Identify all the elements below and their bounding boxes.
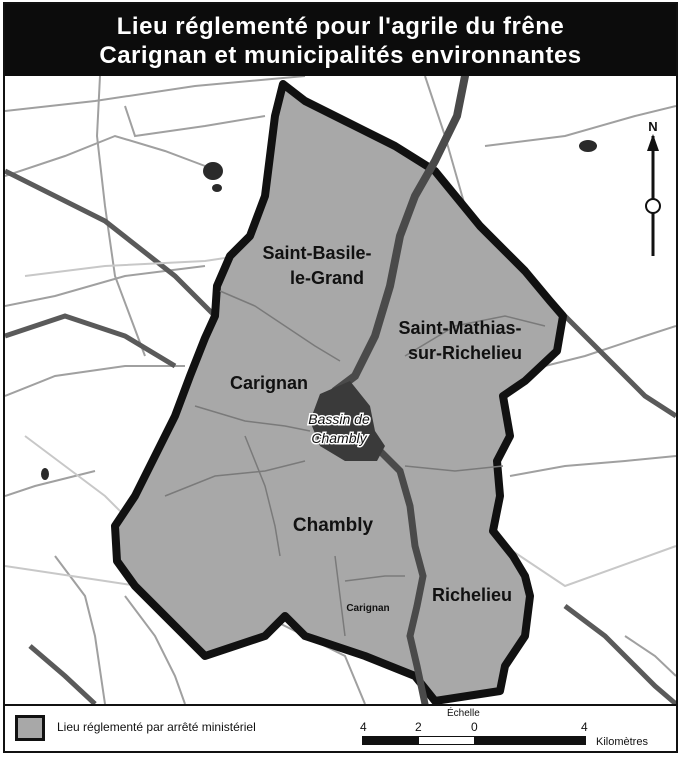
scale-title: Échelle [447,708,480,719]
scale-tick-3: 0 [471,720,478,734]
label-saint-mathias-2: sur-Richelieu [408,343,522,363]
scale-seg-2 [418,737,474,744]
scale-unit: Kilomètres [596,736,648,748]
label-richelieu: Richelieu [432,585,512,605]
small-lakes [41,140,597,480]
label-bassin-1: Bassin de [308,411,370,427]
map-canvas: N Saint-Basile- le-Grand Saint-Mathias- … [5,76,676,704]
title-line-2: Carignan et municipalités environnantes [99,42,582,69]
north-arrow-icon: N [645,119,661,256]
map-title: Lieu réglementé pour l'agrile du frêne C… [5,4,676,76]
label-carignan: Carignan [230,373,308,393]
legend: Lieu réglementé par arrêté ministériel É… [5,704,676,751]
scale-bar [362,736,586,745]
bassin-de-chambly [310,381,385,461]
label-carignan-small: Carignan [346,603,389,614]
richelieu-river [331,76,469,704]
legend-swatch [15,715,45,741]
internal-boundaries [164,290,546,637]
label-saint-basile-2: le-Grand [290,268,364,288]
legend-label: Lieu réglementé par arrêté ministériel [57,720,256,734]
regional-boundaries [5,168,676,704]
label-bassin-2: Chambly [311,430,367,446]
scale-seg-3 [474,737,585,744]
title-line-1: Lieu réglementé pour l'agrile du frêne [116,13,565,40]
label-saint-mathias-1: Saint-Mathias- [398,318,521,338]
north-label: N [648,119,657,134]
map-frame: Lieu réglementé pour l'agrile du frêne C… [3,2,678,753]
scale-tick-1: 4 [360,720,367,734]
place-labels: Saint-Basile- le-Grand Saint-Mathias- su… [230,243,522,614]
scale-seg-1 [363,737,419,744]
scale-tick-4: 4 [581,720,588,734]
scale-tick-2: 2 [415,720,422,734]
label-saint-basile-1: Saint-Basile- [262,243,371,263]
label-chambly: Chambly [293,515,374,536]
